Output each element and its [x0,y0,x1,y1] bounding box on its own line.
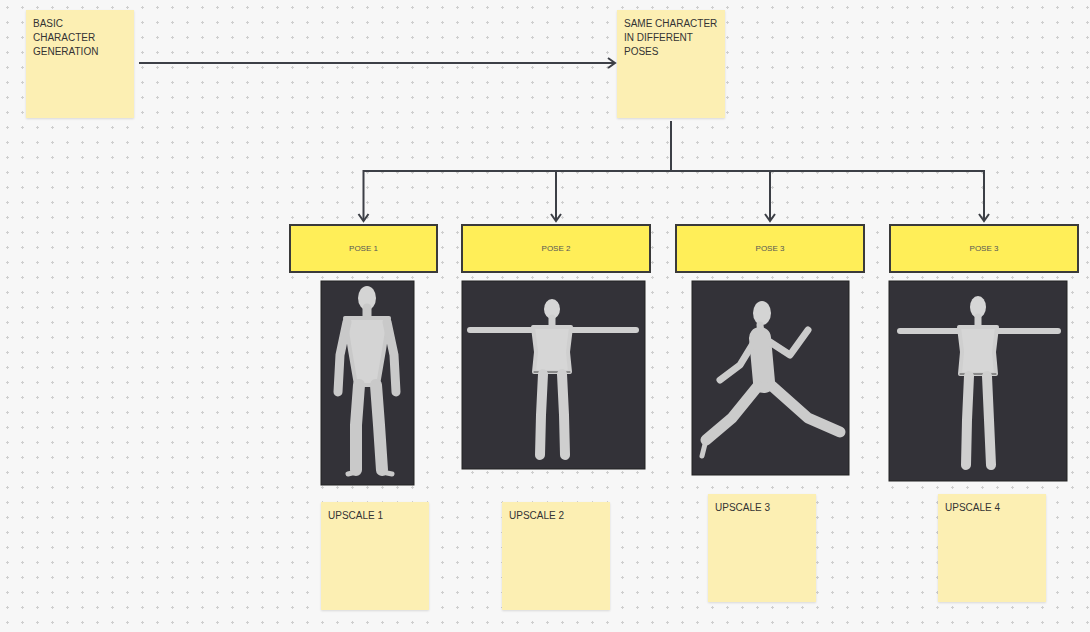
connector-line [139,62,615,64]
pose-label: POSE 1 [349,244,378,253]
note-text: SAME CHARACTER IN DIFFERENT POSES [624,17,718,59]
figure-standing [338,286,396,474]
arrow-connector [139,58,615,68]
note-text: BASIC CHARACTER GENERATION [33,17,127,59]
figure-running [702,301,840,456]
connector-line [671,121,984,221]
sticky-note: UPSCALE 2 [502,502,610,610]
pose-box: POSE 3 [675,224,865,273]
figure-t-pose-back [470,299,636,455]
sticky-note: UPSCALE 1 [321,502,429,610]
sticky-note: SAME CHARACTER IN DIFFERENT POSES [617,10,725,118]
arrow-connector [359,121,672,221]
pose-label: POSE 2 [542,244,571,253]
connector-line [364,121,672,221]
arrow-connector [671,121,989,221]
figure-t-pose-front [900,296,1058,465]
arrow-head [551,214,561,221]
note-text: UPSCALE 2 [509,509,603,523]
sticky-note: UPSCALE 3 [708,494,816,602]
pose-label: POSE 3 [756,244,785,253]
pose-box: POSE 2 [461,224,651,273]
sticky-note: UPSCALE 4 [938,494,1046,602]
sticky-note: BASIC CHARACTER GENERATION [26,10,134,118]
arrow-head [608,58,615,68]
arrow-connector [551,121,671,221]
pose-box: POSE 1 [289,224,438,273]
connector-line [556,121,671,221]
pose-panels [321,281,1067,485]
pose-label: POSE 3 [970,244,999,253]
note-text: UPSCALE 3 [715,501,809,515]
pose-box: POSE 3 [889,224,1079,273]
note-text: UPSCALE 1 [328,509,422,523]
arrow-head [359,214,369,221]
arrow-head [765,214,775,221]
arrow-head [979,214,989,221]
note-text: UPSCALE 4 [945,501,1039,515]
